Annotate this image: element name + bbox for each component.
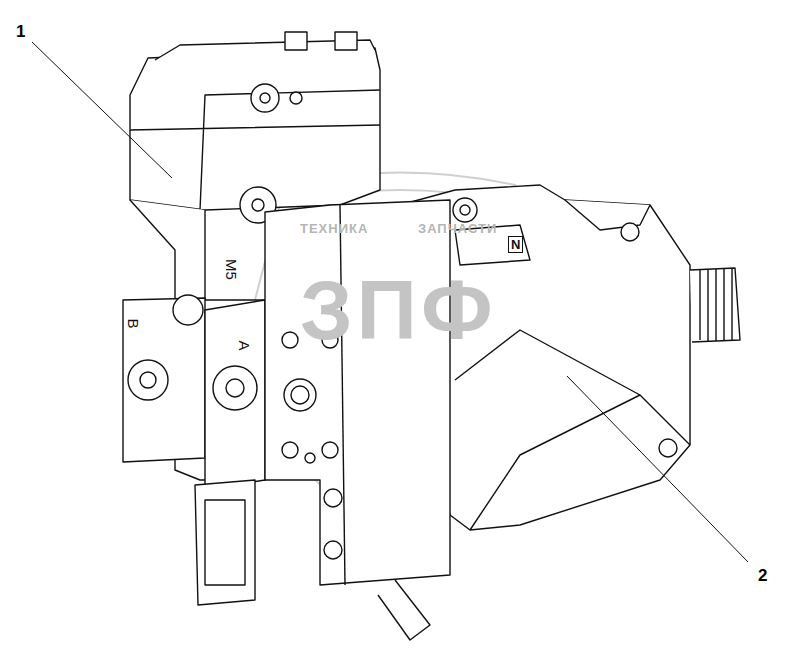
leader-line <box>567 376 748 562</box>
leader-line <box>32 42 172 178</box>
port-marking: B <box>126 317 141 329</box>
position-marking: N <box>508 236 523 253</box>
callout-number: 1 <box>14 22 27 41</box>
leader-lines <box>32 42 748 562</box>
callout-number: 2 <box>756 566 769 585</box>
watermark-text: ТЕХНИКА <box>300 222 368 235</box>
port-marking: A <box>237 339 252 351</box>
watermark-logo: ЗПФ <box>300 268 497 352</box>
watermark-text: ЗАПЧАСТИ <box>418 222 497 235</box>
motor-outline <box>123 32 740 640</box>
port-marking: M5 <box>224 258 239 281</box>
